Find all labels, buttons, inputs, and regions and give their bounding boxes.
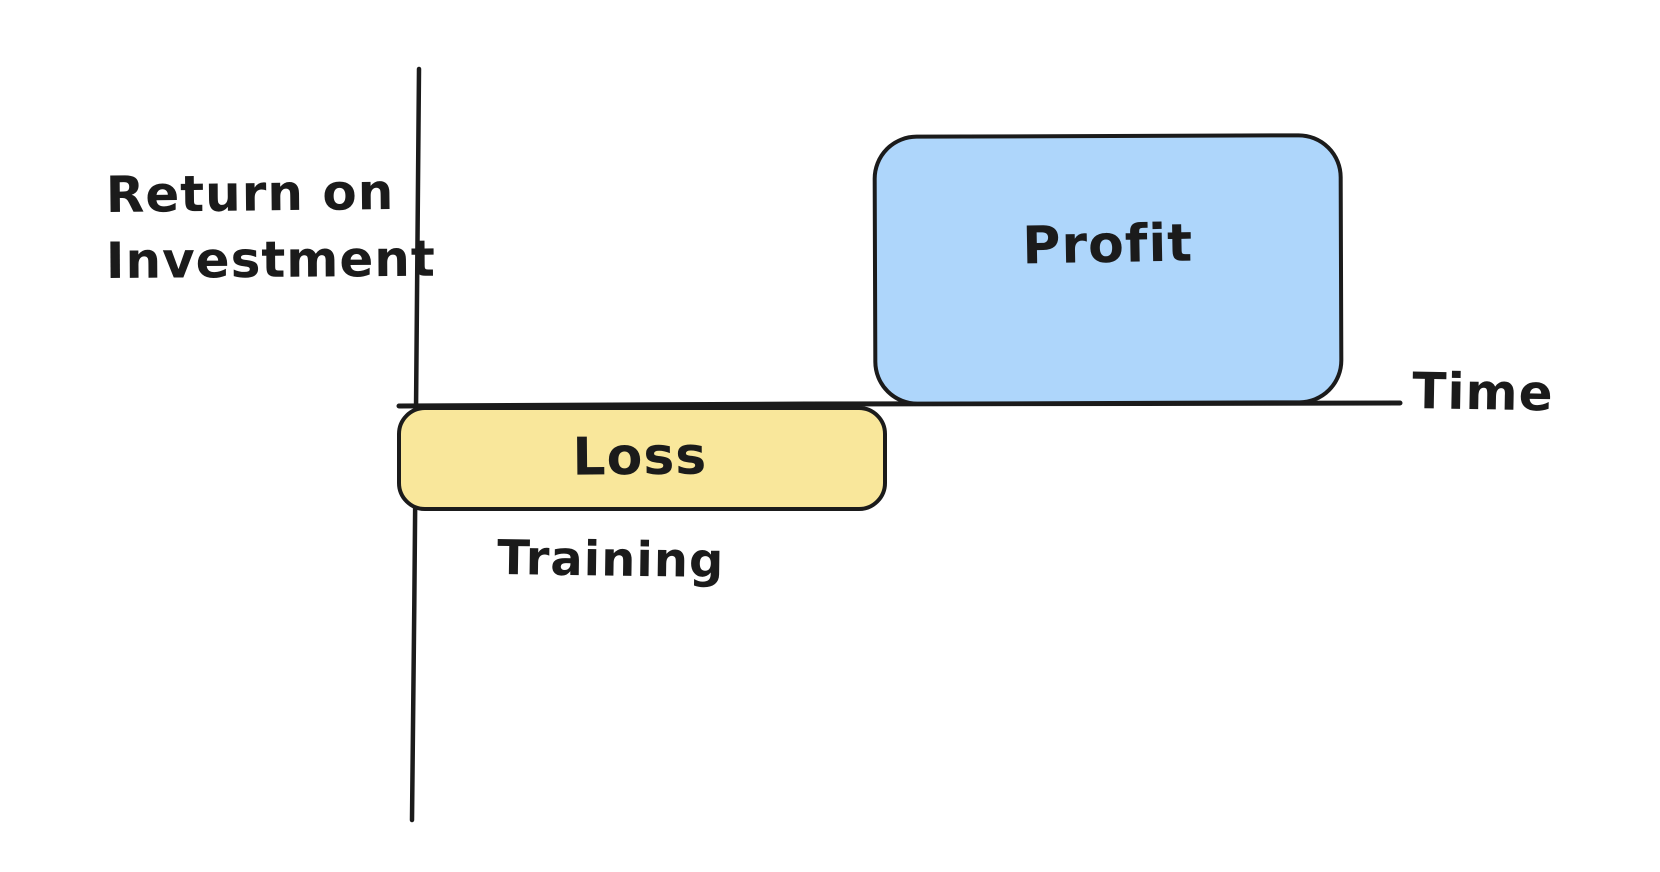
profit-box — [872, 133, 1344, 406]
y-axis-label-line2: Investment — [106, 230, 436, 290]
loss-box — [397, 406, 887, 511]
x-axis-label: Time — [1412, 362, 1554, 422]
loss-box-label: Loss — [572, 426, 707, 487]
y-axis-label-line1: Return on — [106, 163, 395, 224]
profit-box-label: Profit — [1022, 214, 1194, 277]
training-annotation: Training — [497, 530, 725, 589]
